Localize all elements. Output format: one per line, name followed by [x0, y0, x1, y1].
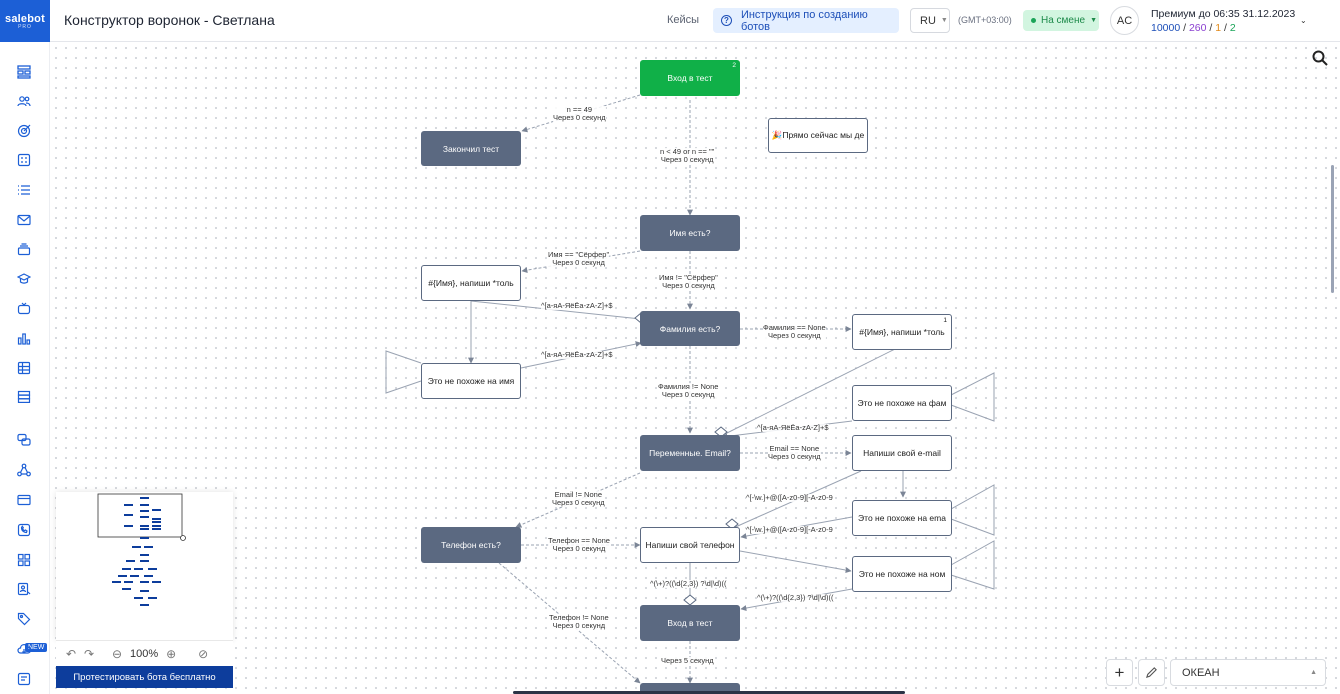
avatar[interactable]: AC	[1110, 6, 1139, 35]
graduation-icon[interactable]	[17, 272, 31, 286]
node-ask-surname[interactable]: #{Имя}, напиши *толь 1	[852, 314, 952, 350]
node-ask-name[interactable]: #{Имя}, напиши *толь	[421, 265, 521, 301]
calculator-icon[interactable]	[17, 153, 31, 167]
node-message[interactable]: 🎉Прямо сейчас мы де	[768, 118, 868, 153]
contact-icon[interactable]	[17, 582, 31, 596]
edit-button[interactable]	[1138, 659, 1165, 686]
mail-icon[interactable]	[17, 213, 31, 227]
redo-icon[interactable]: ↷	[83, 646, 95, 661]
edge-label[interactable]: n < 49 or n == ""Через 0 секунд	[660, 147, 715, 164]
node-ask-email[interactable]: Напиши свой e-mail	[852, 435, 952, 471]
note-icon[interactable]	[17, 672, 31, 686]
edges-layer	[385, 94, 995, 684]
funnel-canvas[interactable]: Вход в тест 2 Закончил тест 🎉Прямо сейча…	[51, 43, 1340, 694]
edge-label[interactable]: ^[-\w.]+@([A-z0-9][-A-z0-9	[746, 493, 833, 502]
phone-icon[interactable]	[17, 523, 31, 537]
node-phone-check[interactable]: Телефон есть?	[421, 527, 521, 563]
page-title: Конструктор воронок - Светлана	[64, 12, 275, 28]
apps-icon[interactable]	[17, 553, 31, 567]
new-badge: NEW	[25, 643, 48, 652]
users-icon[interactable]	[17, 94, 31, 108]
node-partial[interactable]	[640, 683, 740, 694]
hide-minimap-icon[interactable]: ⊘	[198, 646, 209, 661]
node-invalid-surname[interactable]: Это не похоже на фам	[852, 385, 952, 421]
chevron-down-icon: ▼	[940, 17, 948, 24]
database-icon[interactable]	[17, 390, 31, 404]
bar-chart-icon[interactable]	[17, 331, 31, 345]
chat-icon[interactable]	[17, 433, 31, 447]
node-invalid-name[interactable]: Это не похоже на имя	[421, 363, 521, 399]
node-start[interactable]: Вход в тест 2	[640, 60, 740, 96]
search-icon[interactable]	[1312, 50, 1328, 66]
horizontal-scrollbar[interactable]	[513, 691, 905, 694]
edge-label[interactable]: ^(\+)?((\d{2,3}) ?\d|\d)((	[650, 579, 727, 588]
layers-icon[interactable]	[17, 242, 31, 256]
zoom-toolbar: ↶ ↷ ⊖ 100% ⊕ ⊘	[56, 640, 233, 666]
list-icon[interactable]	[17, 183, 31, 197]
chevron-up-icon: ▲	[1310, 669, 1317, 676]
plus-icon: +	[1114, 662, 1125, 682]
edge-label[interactable]: ^[а-яА-ЯёЁa-zA-Z]+$	[541, 301, 613, 310]
edge-label[interactable]: Через 5 секунд	[661, 656, 714, 665]
cases-link[interactable]: Кейсы	[667, 14, 700, 26]
target-icon[interactable]	[17, 124, 31, 138]
language-select[interactable]: RU ▼	[910, 8, 950, 33]
table-icon[interactable]	[17, 361, 31, 375]
zoom-level: 100%	[130, 647, 159, 660]
edge-label[interactable]: ^[а-яА-ЯёЁa-zA-Z]+$	[757, 423, 829, 432]
card-icon[interactable]	[17, 493, 31, 507]
theme-select[interactable]: ОКЕАН ▲	[1170, 659, 1326, 686]
guide-button[interactable]: ? Инструкция по созданию ботов	[713, 8, 899, 33]
pencil-icon	[1145, 667, 1157, 679]
sidebar: NEW	[0, 42, 50, 694]
usage-stats: 10000 / 260 / 1 / 2	[1151, 22, 1236, 34]
question-icon: ?	[721, 15, 732, 26]
chevron-down-icon: ▼	[1090, 17, 1098, 24]
edge-label[interactable]: ^[а-яА-ЯёЁa-zA-Z]+$	[541, 350, 613, 359]
undo-icon[interactable]: ↶	[65, 646, 77, 661]
funnel-icon[interactable]	[17, 65, 31, 79]
cloud-icon[interactable]	[17, 642, 31, 656]
status-dot-icon	[1031, 18, 1036, 23]
salebot-logo[interactable]: salebot PRO	[0, 0, 50, 42]
network-icon[interactable]	[17, 463, 31, 477]
node-invalid-email[interactable]: Это не похоже на ema	[852, 500, 952, 536]
top-bar: salebot PRO Конструктор воронок - Светла…	[0, 0, 1340, 42]
node-finished[interactable]: Закончил тест	[421, 131, 521, 166]
edge-label[interactable]: ^[-\w.]+@([A-z0-9][-A-z0-9	[746, 525, 833, 534]
edge-label[interactable]: Имя != "Сёрфер"Через 0 секунд	[659, 273, 718, 290]
zoom-out-icon[interactable]: ⊖	[111, 646, 123, 661]
edge-label[interactable]: Имя == "Сёрфер"Через 0 секунд	[548, 250, 610, 267]
shift-status-button[interactable]: На смене ▼	[1023, 10, 1099, 31]
zoom-in-icon[interactable]: ⊕	[166, 646, 177, 661]
timezone-label: (GMT+03:00)	[958, 15, 1012, 25]
tag-icon[interactable]	[17, 612, 31, 626]
minimap[interactable]	[56, 492, 233, 640]
node-start-test-2[interactable]: Вход в тест	[640, 605, 740, 641]
chevron-down-icon[interactable]: ⌄	[1300, 16, 1307, 25]
node-name-check[interactable]: Имя есть?	[640, 215, 740, 251]
node-ask-phone[interactable]: Напиши свой телефон	[640, 527, 740, 563]
node-surname-check[interactable]: Фамилия есть?	[640, 311, 740, 346]
test-bot-button[interactable]: Протестировать бота бесплатно	[56, 666, 233, 688]
edge-label[interactable]: ^(\+)?((\d{2,3}) ?\d|\d)((	[757, 593, 834, 602]
node-invalid-phone[interactable]: Это не похоже на ном	[852, 556, 952, 592]
add-block-button[interactable]: +	[1106, 659, 1133, 686]
node-email-check[interactable]: Переменные. Email?	[640, 435, 740, 471]
premium-info[interactable]: Премиум до 06:35 31.12.2023 10000 / 260 …	[1151, 8, 1296, 34]
tv-icon[interactable]	[17, 302, 31, 316]
vertical-scrollbar[interactable]	[1331, 165, 1334, 293]
